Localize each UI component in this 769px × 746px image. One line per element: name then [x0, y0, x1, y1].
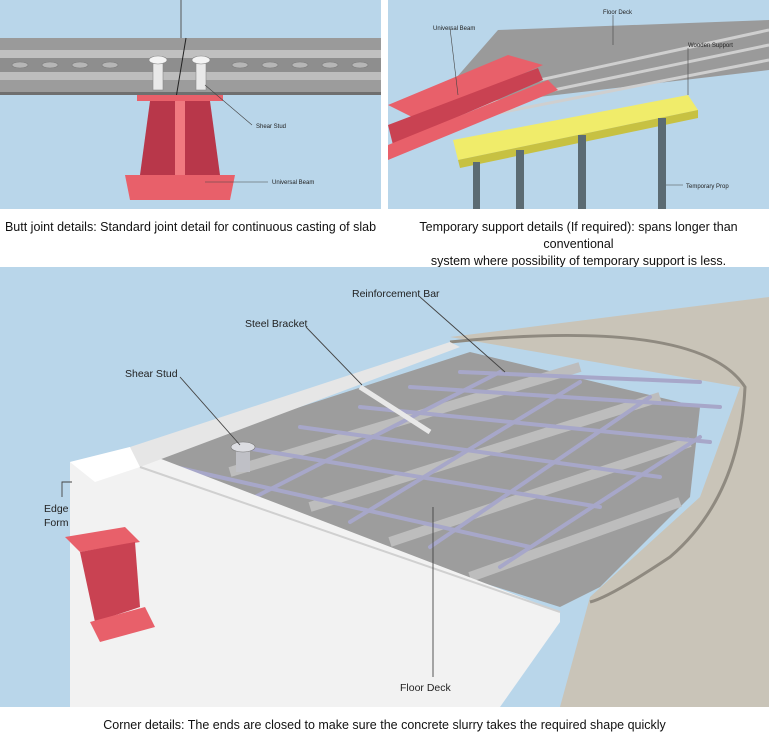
- butt-joint-panel: Shear Stud Universal Beam: [0, 0, 381, 209]
- wooden-support-label: Wooden Support: [688, 43, 733, 49]
- shear-stud: [230, 441, 256, 472]
- deck-embossing: [11, 61, 369, 69]
- temporary-support-panel: Universal Beam Floor Deck Wooden Support…: [388, 0, 769, 209]
- universal-beam-label-2: Universal Beam: [433, 26, 475, 32]
- corner-details-caption: Corner details: The ends are closed to m…: [103, 718, 666, 732]
- edge-form-lip: [139, 466, 561, 613]
- edge-label: Edge: [44, 503, 69, 515]
- steel-bracket: [358, 384, 432, 435]
- temporary-support-illustration: Universal Beam Floor Deck Wooden Support…: [388, 10, 769, 209]
- deck-surface: [0, 50, 381, 58]
- edge-form-top: [70, 447, 140, 482]
- floor-deck-label-2: Floor Deck: [603, 10, 633, 16]
- universal-beam-leader-2: [449, 27, 459, 96]
- concrete-fill: [450, 297, 769, 707]
- reinforcement-bars: [173, 370, 722, 569]
- shear-studs: [148, 55, 211, 91]
- edge-form-back: [130, 342, 460, 467]
- universal-beam-top: [388, 55, 543, 120]
- corner-details-panel: Reinforcement Bar Steel Bracket Shear St…: [0, 267, 769, 707]
- temporary-support-caption-line1: Temporary support details (If required):…: [419, 220, 738, 251]
- shear-stud-leader: [204, 84, 253, 126]
- leader-lines: [61, 296, 506, 677]
- edge-form: [70, 447, 560, 707]
- temporary-props: [473, 118, 666, 209]
- universal-beam-web: [388, 68, 543, 145]
- butt-joint-illustration: Shear Stud Universal Beam: [0, 0, 381, 200]
- deck-top-rib: [0, 38, 381, 50]
- deck-underside: [0, 92, 381, 95]
- wooden-support: [453, 95, 698, 160]
- reinforcement-bar-label: Reinforcement Bar: [352, 288, 440, 300]
- universal-beam-label: Universal Beam: [272, 180, 314, 186]
- shear-stud-label: Shear Stud: [256, 124, 286, 130]
- butt-joint-caption: Butt joint details: Standard joint detai…: [4, 220, 377, 234]
- steel-bracket-label: Steel Bracket: [245, 318, 308, 330]
- corner-details-illustration: Reinforcement Bar Steel Bracket Shear St…: [44, 288, 769, 707]
- universal-beam: [125, 95, 235, 200]
- joint-line: [175, 37, 187, 99]
- deck-lower-surface: [0, 72, 381, 80]
- floor-deck-label-corner: Floor Deck: [400, 682, 452, 694]
- deck-bottom-rib: [0, 80, 381, 92]
- concrete-edge: [449, 333, 747, 604]
- temporary-prop-label: Temporary Prop: [686, 184, 729, 190]
- universal-beam-corner: [65, 527, 155, 642]
- temporary-support-caption: Temporary support details (If required):…: [388, 219, 769, 270]
- form-label: Form: [44, 517, 69, 529]
- deck-middle-rib: [0, 58, 381, 72]
- shear-stud-label-corner: Shear Stud: [125, 368, 178, 380]
- universal-beam-bottom: [388, 80, 558, 160]
- temporary-support-caption-line2: system where possibility of temporary su…: [430, 254, 727, 268]
